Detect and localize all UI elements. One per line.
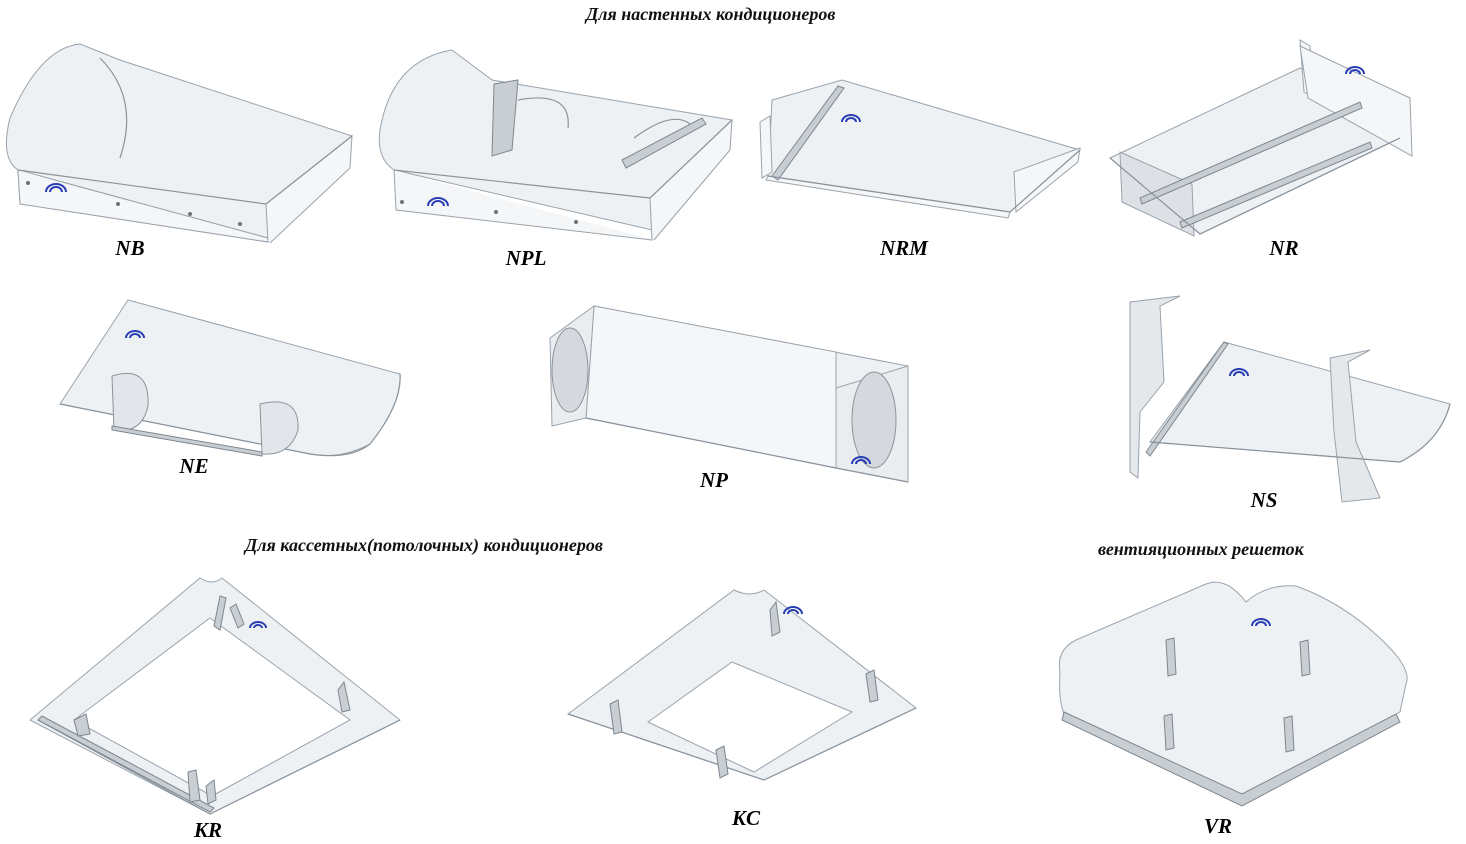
- product-label-kc: KC: [731, 806, 761, 830]
- product-ns[interactable]: NS: [1120, 292, 1456, 514]
- logo-icon: [1345, 66, 1365, 75]
- product-npl-illustration: [378, 49, 733, 241]
- product-label-kr: KR: [193, 818, 223, 842]
- product-np[interactable]: NP: [546, 302, 916, 498]
- heading-wall-ac: Для настенных кондиционеров: [586, 4, 836, 24]
- logo-icon: [1229, 368, 1249, 377]
- product-label-vr: VR: [1203, 814, 1233, 838]
- product-label-npl: NPL: [505, 246, 547, 270]
- logo-icon: [427, 197, 449, 207]
- logo-icon: [125, 330, 145, 339]
- logo-icon: [1251, 618, 1271, 627]
- product-vr-illustration: [1058, 581, 1408, 807]
- logo-icon: [783, 606, 803, 615]
- product-kc-illustration: [566, 589, 917, 781]
- product-nr[interactable]: NR: [1100, 38, 1420, 268]
- product-label-np: NP: [700, 468, 728, 492]
- logo-icon: [841, 114, 861, 123]
- product-kr[interactable]: KR: [29, 574, 410, 842]
- product-kc[interactable]: KC: [564, 584, 924, 834]
- product-nrm-illustration: [759, 79, 1082, 219]
- product-label-ns: NS: [1250, 488, 1278, 512]
- product-kr-illustration: [29, 577, 401, 815]
- heading-cassette-ac: Для кассетных(потолочных) кондиционеров: [245, 535, 603, 555]
- product-label-nrm: NRM: [880, 236, 928, 260]
- logo-icon: [249, 621, 267, 629]
- product-label-nr: NR: [1269, 236, 1299, 260]
- product-nb-illustration: [5, 43, 353, 244]
- product-nrm[interactable]: NRM: [752, 72, 1092, 272]
- product-npl[interactable]: NPL: [372, 40, 742, 280]
- product-label-ne: NE: [179, 454, 209, 478]
- product-label-nb: NB: [115, 236, 145, 260]
- product-np-illustration: [549, 304, 909, 483]
- product-ne[interactable]: NE: [50, 294, 410, 484]
- logo-icon: [45, 183, 67, 193]
- product-ne-illustration: [59, 299, 401, 457]
- product-nr-illustration: [1109, 39, 1413, 237]
- product-ns-illustration: [1129, 295, 1451, 503]
- heading-vent-grilles: вентияционных решеток: [1098, 539, 1304, 559]
- product-vr[interactable]: VR: [1056, 580, 1416, 840]
- logo-icon: [851, 456, 871, 465]
- product-nb[interactable]: NB: [0, 38, 360, 268]
